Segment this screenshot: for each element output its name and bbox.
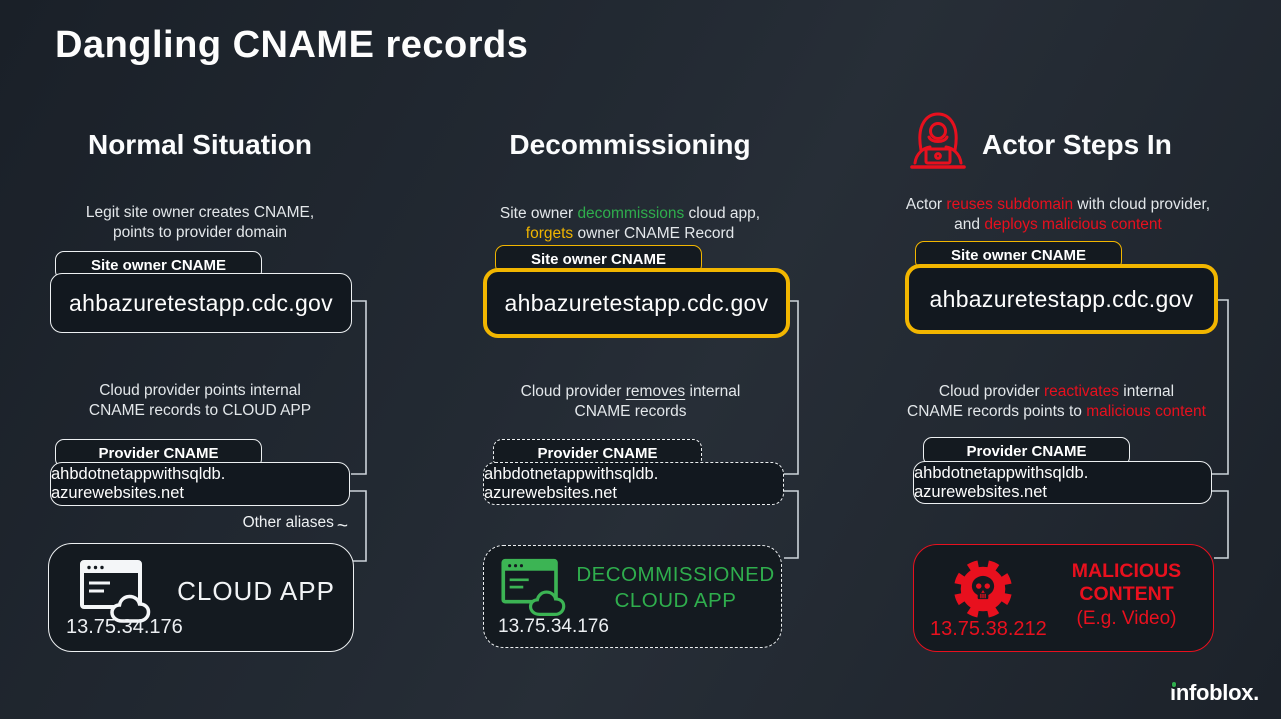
intro-segment-green: decommissions bbox=[577, 205, 685, 222]
cloud-app-ip: 13.75.34.176 bbox=[66, 616, 183, 638]
intro-segment: and bbox=[954, 216, 985, 234]
provider-domain-box-decommissioning: ahbdotnetappwithsqldb. azurewebsites.net bbox=[483, 462, 784, 505]
infoblox-logo: infoblox. bbox=[1170, 680, 1259, 706]
mid-segment: internal bbox=[685, 383, 741, 400]
label-text: Provider CNAME bbox=[966, 443, 1087, 460]
mid-segment-red: malicious content bbox=[1086, 403, 1206, 421]
intro-segment-red: deploys malicious content bbox=[984, 216, 1162, 234]
column-header-actor: Actor Steps In bbox=[982, 129, 1172, 160]
label-text: Provider CNAME bbox=[537, 445, 658, 462]
provider-domain-box-normal: ahbdotnetappwithsqldb. azurewebsites.net bbox=[50, 462, 350, 506]
malicious-content-ip: 13.75.38.212 bbox=[930, 618, 1047, 640]
browser-cloud-icon-green bbox=[501, 558, 566, 616]
label-text: Provider CNAME bbox=[98, 445, 219, 462]
site-owner-domain-box-normal: ahbazuretestapp.cdc.gov bbox=[50, 273, 352, 333]
intro-segment-red: reuses subdomain bbox=[946, 196, 1074, 213]
label-text: Site owner CNAME bbox=[950, 247, 1086, 264]
domain-text: ahbdotnetappwithsqldb. azurewebsites.net bbox=[51, 465, 226, 502]
cloud-app-title: CLOUD APP bbox=[177, 576, 335, 606]
domain-text: ahbazuretestapp.cdc.gov bbox=[929, 285, 1194, 312]
mid-text-normal: Cloud provider points internal CNAME rec… bbox=[55, 381, 345, 422]
malicious-content-subtitle: (E.g. Video) bbox=[1076, 608, 1177, 629]
connector-c1-top bbox=[350, 300, 367, 475]
mid-segment: Cloud provider bbox=[938, 383, 1044, 400]
column-header-normal: Normal Situation bbox=[87, 129, 312, 160]
mid-segment: CNAME records bbox=[574, 403, 687, 421]
intro-segment: Legit site owner creates CNAME, bbox=[85, 204, 315, 221]
logo-green-dot-icon bbox=[1171, 682, 1177, 687]
intro-segment: points to provider domain bbox=[112, 224, 288, 242]
mid-text-actor: Cloud provider reactivates internal CNAM… bbox=[886, 382, 1227, 423]
domain-text: ahbdotnetappwithsqldb. azurewebsites.net bbox=[914, 463, 1089, 501]
aliases-text: Other aliases bbox=[242, 514, 334, 531]
hacker-icon bbox=[910, 112, 966, 169]
site-owner-domain-box-actor: ahbazuretestapp.cdc.gov bbox=[905, 264, 1218, 334]
mid-segment: Cloud provider points internal bbox=[99, 382, 301, 399]
domain-text: ahbdotnetappwithsqldb. azurewebsites.net bbox=[484, 464, 659, 502]
intro-segment: Site owner bbox=[499, 205, 578, 222]
connector-c2-bottom bbox=[782, 490, 799, 559]
intro-segment: with cloud provider, bbox=[1073, 196, 1211, 213]
connector-c3-top bbox=[1211, 299, 1229, 475]
intro-segment: Actor bbox=[905, 196, 947, 213]
mid-segment-red: reactivates bbox=[1044, 383, 1119, 400]
mid-segment: CNAME records to CLOUD APP bbox=[88, 402, 312, 420]
connector-c2-top bbox=[782, 300, 799, 475]
mid-text-decommissioning: Cloud provider removes internal CNAME re… bbox=[478, 382, 783, 423]
other-aliases-note: Other aliases~ bbox=[185, 514, 348, 538]
malicious-content-box: MALICIOUS CONTENT (E.g. Video) 13.75.38.… bbox=[913, 544, 1214, 652]
decommissioned-app-title: DECOMMISSIONED CLOUD APP bbox=[576, 563, 775, 612]
logo-text: infoblox. bbox=[1170, 680, 1259, 705]
column-header-decommissioning: Decommissioning bbox=[509, 129, 751, 160]
domain-text: ahbazuretestapp.cdc.gov bbox=[69, 289, 333, 316]
malicious-content-title: MALICIOUS CONTENT bbox=[1071, 560, 1182, 606]
browser-cloud-icon bbox=[80, 560, 151, 623]
intro-segment: cloud app, bbox=[684, 205, 761, 222]
tilde-glyph: ~ bbox=[336, 516, 348, 537]
malware-gear-skull-icon bbox=[953, 559, 1013, 619]
decommissioned-cloud-app-box: DECOMMISSIONED CLOUD APP 13.75.34.176 bbox=[483, 545, 782, 648]
intro-text-decommissioning: Site owner decommissions cloud app, forg… bbox=[468, 204, 792, 245]
intro-text-normal: Legit site owner creates CNAME, points t… bbox=[55, 203, 345, 244]
intro-segment: owner CNAME Record bbox=[573, 225, 735, 243]
mid-segment: internal bbox=[1118, 383, 1175, 400]
domain-text: ahbazuretestapp.cdc.gov bbox=[504, 289, 769, 316]
connector-c1-bottom bbox=[349, 490, 367, 562]
provider-domain-box-actor: ahbdotnetappwithsqldb. azurewebsites.net bbox=[913, 461, 1212, 504]
decommissioned-app-ip: 13.75.34.176 bbox=[498, 616, 609, 637]
mid-segment: CNAME records points to bbox=[907, 403, 1087, 421]
intro-segment-yellow: forgets bbox=[525, 225, 574, 243]
mid-segment-underlined: removes bbox=[625, 383, 686, 400]
connector-c3-bottom bbox=[1211, 490, 1229, 559]
site-owner-domain-box-decommissioning: ahbazuretestapp.cdc.gov bbox=[483, 268, 790, 338]
intro-text-actor: Actor reuses subdomain with cloud provid… bbox=[891, 195, 1225, 236]
label-text: Site owner CNAME bbox=[530, 251, 666, 268]
page-title: Dangling CNAME records bbox=[55, 24, 529, 66]
mid-segment: Cloud provider bbox=[520, 383, 626, 400]
cloud-app-box: CLOUD APP 13.75.34.176 bbox=[48, 543, 354, 652]
label-text: Site owner CNAME bbox=[90, 257, 226, 274]
